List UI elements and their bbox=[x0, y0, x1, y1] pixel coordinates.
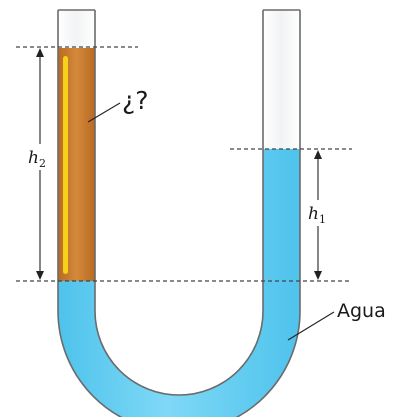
u-tube-outline bbox=[57, 10, 301, 417]
h1-label: h1 bbox=[308, 204, 326, 226]
water-label: Agua bbox=[337, 300, 386, 322]
water-column bbox=[58, 149, 300, 417]
h1-subscript: 1 bbox=[319, 213, 326, 226]
left-tube-glass bbox=[58, 10, 95, 48]
h2-label: h2 bbox=[28, 148, 46, 170]
h2-arrow-head-bottom bbox=[36, 271, 44, 280]
h2-arrow-head-top bbox=[36, 48, 44, 57]
liquid-highlight bbox=[63, 56, 68, 274]
unknown-liquid-leader bbox=[87, 102, 121, 123]
h1-label-bg bbox=[306, 200, 334, 226]
h1-arrow-head-top bbox=[314, 150, 322, 159]
h2-label-bg bbox=[26, 144, 54, 170]
unknown-liquid-label: ¿? bbox=[122, 86, 149, 115]
right-tube-glass bbox=[263, 10, 300, 149]
h2-subscript: 2 bbox=[39, 157, 46, 170]
water-leader bbox=[287, 311, 335, 341]
h1-arrow-head-bottom bbox=[314, 271, 322, 280]
